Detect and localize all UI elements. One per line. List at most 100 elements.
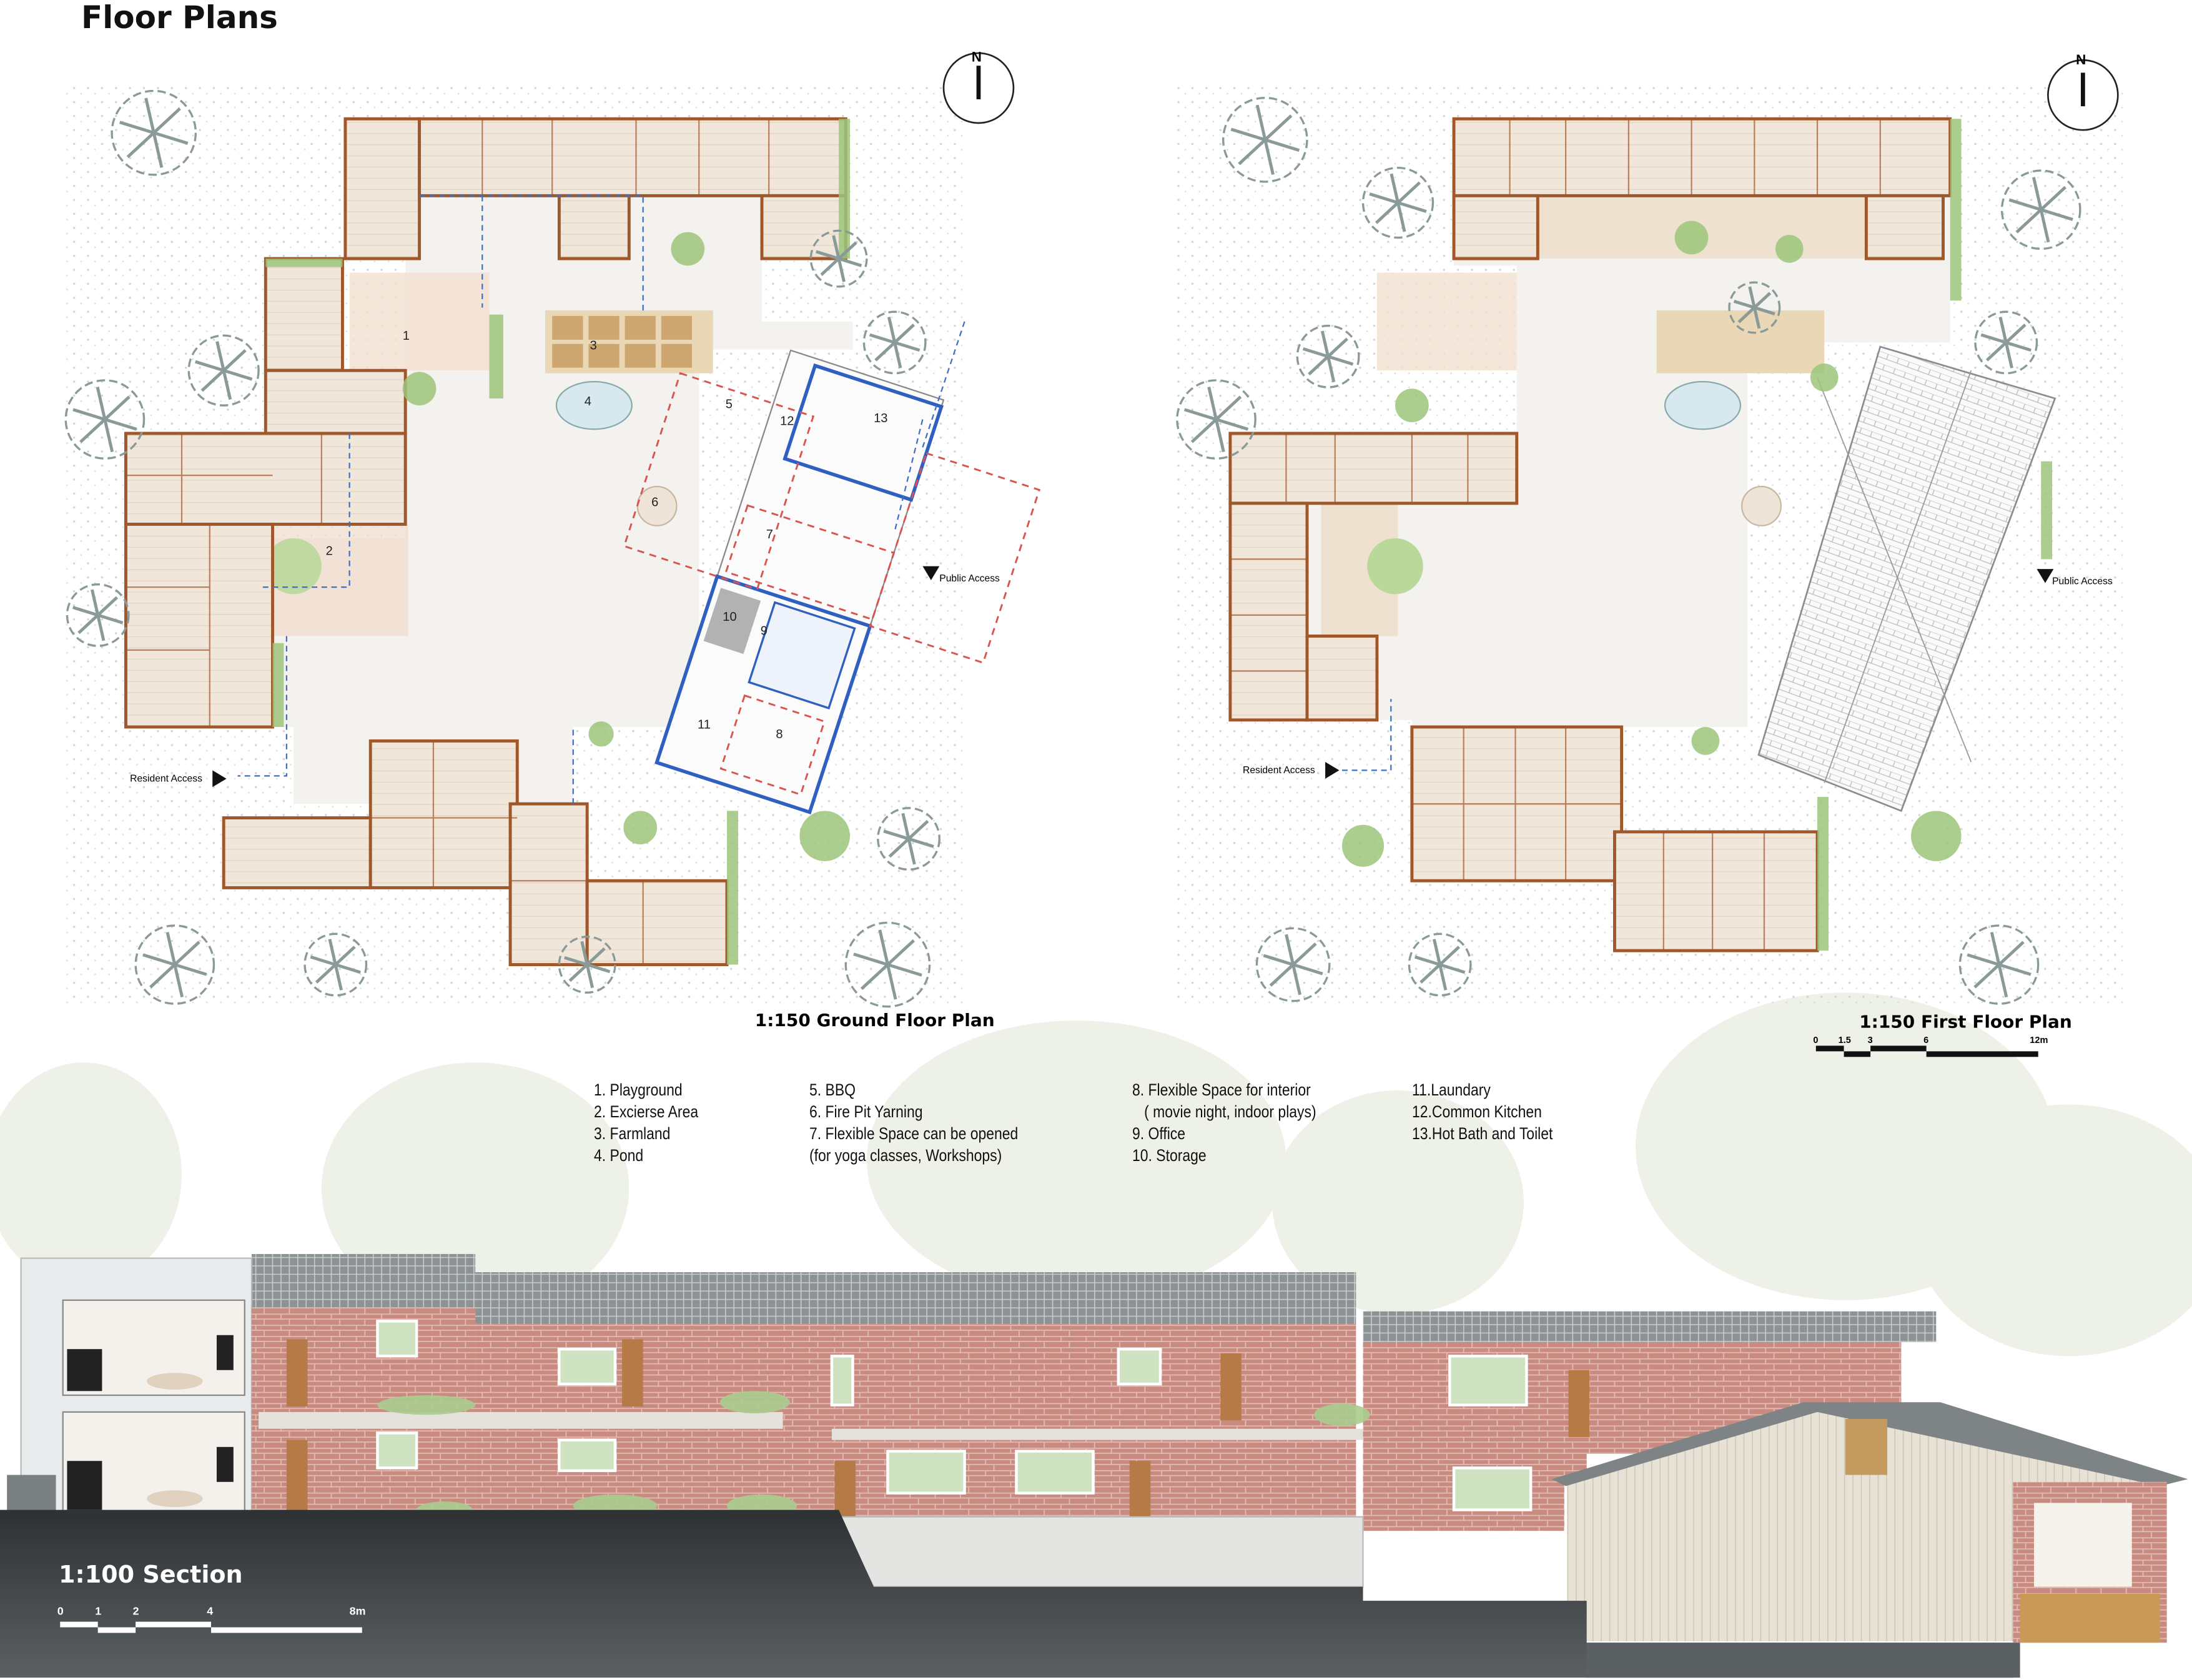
pond: [1664, 380, 1742, 430]
section-drawing: 1:100 Section 0 1 2 4 8m: [0, 1253, 2188, 1678]
balcony-slab: [831, 1428, 1363, 1440]
tree-icon: [1958, 924, 2040, 1005]
roof: [475, 1272, 1356, 1324]
tree-icon: [64, 379, 146, 460]
tree-icon: [1222, 97, 1308, 183]
area-number-3: 3: [590, 339, 597, 353]
legend-item: 2. Excierse Area: [594, 1102, 699, 1121]
north-compass-icon: N: [942, 49, 1015, 124]
svg-text:1.5: 1.5: [1839, 1035, 1851, 1045]
area-number-1: 1: [403, 329, 410, 343]
resident-access-arrow-icon: [1325, 761, 1340, 779]
tree-icon: [809, 229, 868, 288]
tree-icon: [1361, 166, 1434, 239]
legend-item: (for yoga classes, Workshops): [809, 1146, 1002, 1165]
svg-text:N: N: [972, 49, 982, 64]
legend-item: 4. Pond: [594, 1146, 644, 1165]
plan-scale-bar: 0 1.5 3 6 12m: [1813, 1035, 2048, 1057]
tree-icon: [111, 89, 197, 176]
section-scale-bar: 0 1 2 4 8m: [57, 1604, 366, 1633]
tree-symbols: [64, 89, 2081, 1008]
tree-icon: [844, 921, 931, 1008]
windows: [376, 1320, 1533, 1511]
north-compass-icon: N: [2047, 52, 2119, 131]
area-number-11: 11: [698, 718, 711, 731]
page-title: Floor Plans: [81, 0, 278, 36]
first-floor-plan-label: 1:150 First Floor Plan: [1859, 1011, 2072, 1032]
svg-text:8m: 8m: [350, 1604, 366, 1617]
tree-icon: [558, 936, 616, 994]
public-access-arrow-icon: [922, 566, 940, 580]
legend-item: 6. Fire Pit Yarning: [809, 1102, 923, 1121]
ground-section: [0, 1510, 2013, 1678]
tree-icon: [2000, 169, 2081, 250]
resident-access-label: Resident Access: [1243, 765, 1315, 776]
area-number-4: 4: [585, 395, 591, 408]
tree-icon: [304, 932, 368, 997]
pond: [555, 380, 633, 430]
roof-ridges: [1817, 370, 1972, 783]
legend-item: 3. Farmland: [594, 1124, 671, 1143]
greenery: [1341, 119, 2053, 951]
resident-access-arrow-icon: [212, 770, 227, 788]
tree-icon: [1408, 932, 1472, 997]
tree-icon: [1255, 927, 1331, 1002]
area-number-labels: 1 2 3 4 5 6 7 8 9 10 11 12 13: [326, 329, 888, 741]
public-access-arrow-icon: [2036, 569, 2054, 583]
legend-item: 11.Laundary: [1412, 1080, 1491, 1099]
roof: [1363, 1311, 1937, 1342]
playground: [1376, 272, 1517, 371]
legend-column-4: 11.Laundary 12.Common Kitchen 13.Hot Bat…: [1412, 1079, 1553, 1145]
area-number-7: 7: [766, 528, 773, 541]
area-number-13: 13: [874, 412, 887, 425]
roof: [251, 1253, 476, 1307]
legend-item: 1. Playground: [594, 1080, 683, 1099]
legend-column-3: 8. Flexible Space for interior ( movie n…: [1132, 1079, 1316, 1167]
timber-seating: [2020, 1593, 2160, 1643]
legend-item: 9. Office: [1132, 1124, 1186, 1143]
stairs: [837, 1516, 1364, 1588]
tree-icon: [877, 807, 940, 871]
tree-canopy: [265, 538, 322, 595]
tree-icon: [862, 310, 927, 375]
tree-icon: [134, 924, 215, 1005]
first-floor-plan: Public Access Resident Access N: [1174, 52, 2125, 1004]
unit-partitions: [1230, 119, 1881, 951]
area-number-9: 9: [761, 624, 768, 638]
fire-pit: [1741, 485, 1782, 526]
svg-text:0: 0: [1813, 1035, 1818, 1045]
svg-text:6: 6: [1923, 1035, 1928, 1045]
legend-item: 13.Hot Bath and Toilet: [1412, 1124, 1553, 1143]
roof-truss: [1845, 1419, 1887, 1475]
svg-text:3: 3: [1868, 1035, 1873, 1045]
area-number-5: 5: [726, 398, 733, 412]
tree-icon: [1296, 324, 1360, 388]
legend-item: 10. Storage: [1132, 1146, 1207, 1165]
svg-text:2: 2: [133, 1604, 139, 1617]
public-access-label: Public Access: [939, 573, 1000, 584]
resident-access-label: Resident Access: [130, 773, 202, 784]
tree-icon: [1176, 379, 1256, 460]
unit-partitions: [126, 119, 770, 965]
ground-floor-plan: 1 2 3 4 5 6 7 8 9 10 11 12 13 Public Acc…: [62, 49, 1041, 1030]
ground-floor-plan-label: 1:150 Ground Floor Plan: [755, 1010, 995, 1030]
svg-text:N: N: [2076, 52, 2086, 67]
flexible-space-building: [623, 349, 1041, 814]
tree-icon: [1974, 310, 2038, 375]
circulation-path: [1341, 699, 1392, 771]
tree-canopy: [1367, 538, 1423, 595]
legend-item: 12.Common Kitchen: [1412, 1102, 1542, 1121]
area-number-8: 8: [776, 728, 783, 741]
legend-item: ( movie night, indoor plays): [1132, 1102, 1316, 1121]
tree-icon: [66, 583, 130, 647]
section-label: 1:100 Section: [59, 1561, 243, 1588]
area-number-12: 12: [780, 415, 794, 428]
legend-item: 5. BBQ: [809, 1080, 856, 1099]
background-trees: [0, 992, 2192, 1356]
hall-window: [2034, 1503, 2132, 1587]
balcony-slab: [259, 1411, 783, 1429]
playground: [349, 272, 490, 371]
legend-column-2: 5. BBQ 6. Fire Pit Yarning 7. Flexible S…: [809, 1079, 1018, 1167]
area-number-10: 10: [723, 610, 736, 624]
